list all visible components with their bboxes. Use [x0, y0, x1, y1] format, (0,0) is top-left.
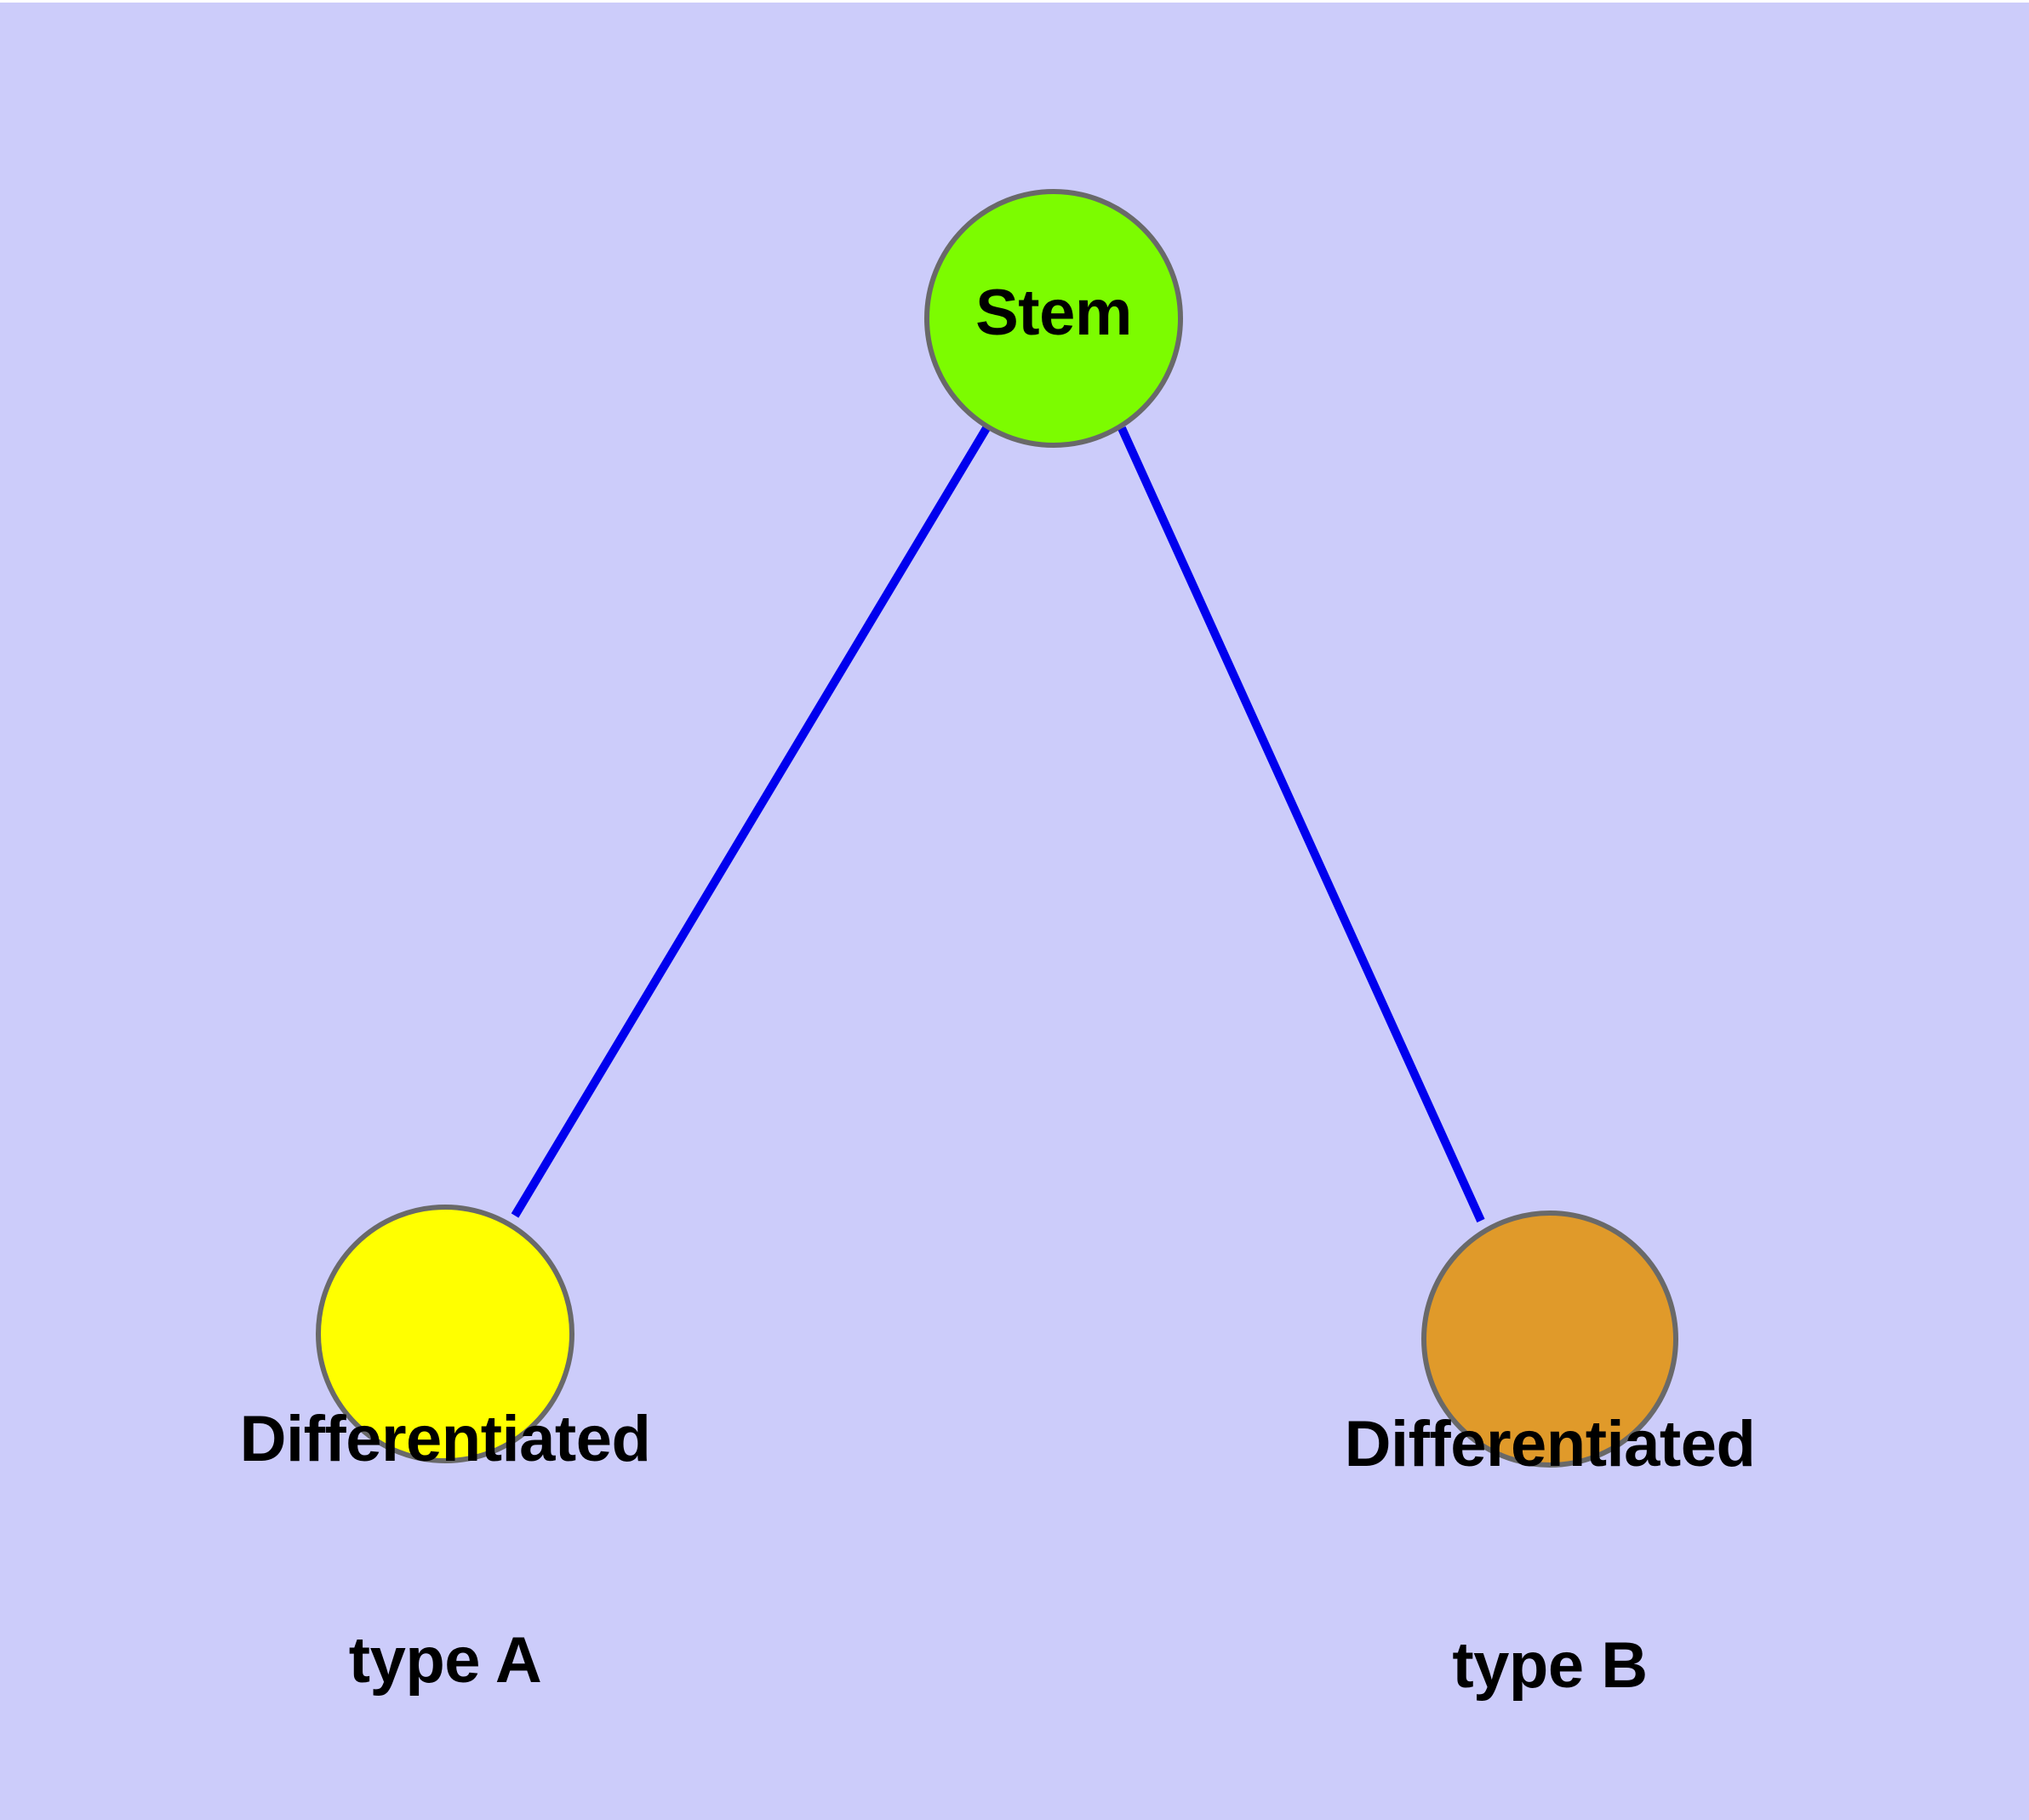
node-differentiated-type-b[interactable] [1421, 1210, 1678, 1468]
node-differentiated-type-a[interactable] [316, 1205, 574, 1463]
node-label-line-2: type B [1452, 1629, 1648, 1703]
edge-stem-to-differentiated-b [1117, 426, 1485, 1223]
node-stem[interactable] [924, 189, 1183, 448]
node-label-line-2: type A [348, 1624, 542, 1697]
edge-stem-to-differentiated-a [511, 426, 991, 1218]
top-white-strip [0, 0, 2029, 3]
